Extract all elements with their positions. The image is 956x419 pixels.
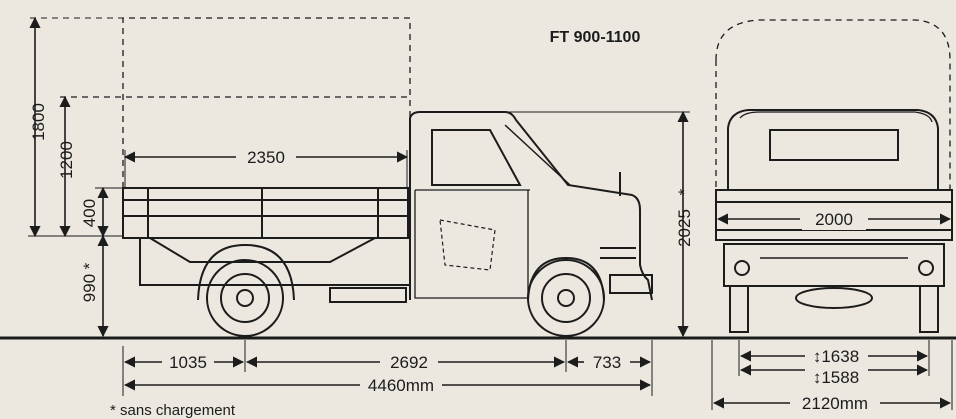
dim-2025: 2025 [675, 209, 694, 247]
dim-1588-value: 1588 [821, 368, 859, 387]
dim-1035: 1035 [169, 353, 207, 372]
dim-1200: 1200 [57, 141, 76, 179]
dim-2350: 2350 [247, 148, 285, 167]
dim-990: 990 [80, 274, 99, 302]
length-dimension-lines [122, 340, 653, 396]
dim-1588: ↕1588 [813, 368, 859, 387]
width-dimension-lines [711, 213, 953, 410]
model-title: FT 900-1100 [550, 29, 641, 46]
dim-1638-value: 1638 [821, 347, 859, 366]
dim-4460: 4460mm [368, 376, 434, 395]
footnote: * sans chargement [110, 402, 236, 419]
dim-1800: 1800 [29, 103, 48, 141]
dim-1638: ↕1638 [813, 347, 859, 366]
dim-400: 400 [80, 199, 99, 227]
dim-990-marker: * [80, 262, 99, 269]
dim-2025-marker: * [675, 188, 694, 195]
vertical-dimension-lines [28, 16, 690, 338]
dim-2692: 2692 [390, 353, 428, 372]
track-arrow-down: ↕ [813, 368, 822, 387]
side-view-truck [30, 17, 653, 337]
dim-733: 733 [593, 353, 621, 372]
dim-2120: 2120mm [802, 394, 868, 413]
track-arrow-up: ↕ [813, 347, 822, 366]
platform-length-dimension [123, 150, 409, 188]
dim-2000-bg [802, 208, 866, 230]
dim-2000: 2000 [815, 210, 853, 229]
rear-view-truck [715, 19, 953, 333]
